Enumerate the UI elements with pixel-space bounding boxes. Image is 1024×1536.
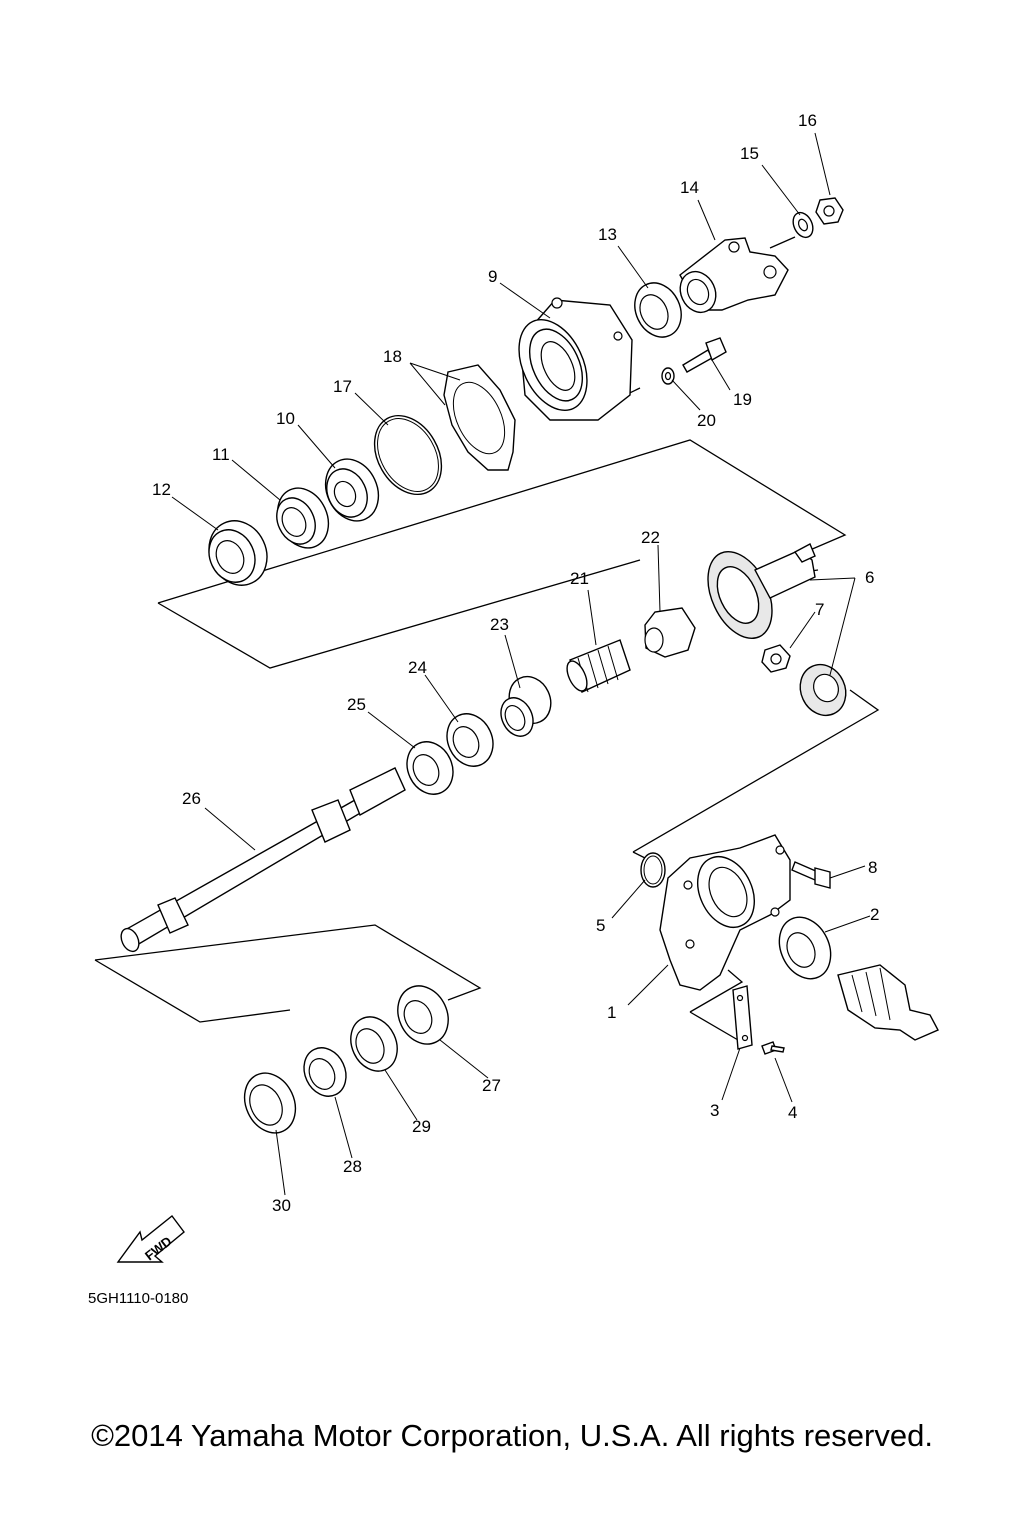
callout-27: 27 — [482, 1076, 501, 1095]
leader-lines — [171, 132, 871, 1196]
callout-21: 21 — [570, 569, 589, 588]
part-25-bearing — [406, 741, 454, 795]
part-17-o-ring — [373, 414, 443, 496]
callout-28: 28 — [343, 1157, 362, 1176]
callout-17: 17 — [333, 377, 352, 396]
callout-18: 18 — [383, 347, 402, 366]
callout-10: 10 — [276, 409, 295, 428]
part-24-bearing — [446, 713, 494, 767]
part-20-washer — [661, 367, 675, 385]
part-12-oil-seal — [208, 520, 268, 586]
part-19-bolt — [682, 337, 727, 373]
part-16-nut — [815, 197, 844, 225]
callout-1: 1 — [607, 1003, 616, 1022]
callout-25: 25 — [347, 695, 366, 714]
callout-12: 12 — [152, 480, 171, 499]
callout-5: 5 — [596, 916, 605, 935]
part-15-washer — [792, 211, 814, 239]
callout-9: 9 — [488, 267, 497, 286]
callout-24: 24 — [408, 658, 427, 677]
callout-14: 14 — [680, 178, 699, 197]
callout-23: 23 — [490, 615, 509, 634]
callout-29: 29 — [412, 1117, 431, 1136]
part-3-plate — [732, 985, 753, 1050]
callout-13: 13 — [598, 225, 617, 244]
part-5-o-ring — [640, 852, 666, 888]
part-4-screw — [761, 1041, 785, 1055]
part-23-collar — [500, 675, 552, 737]
callout-11: 11 — [212, 445, 230, 464]
callout-16: 16 — [798, 111, 817, 130]
part-26-shaft — [120, 767, 406, 953]
part-22-cam — [644, 607, 696, 658]
part-21-spring — [566, 639, 631, 693]
part-14-yoke — [679, 237, 789, 314]
part-2-bearing — [778, 916, 832, 980]
callout-8: 8 — [868, 858, 877, 877]
part-30-oil-seal — [243, 1072, 297, 1134]
part-6-gear-set — [707, 543, 847, 717]
part-28-collar — [303, 1047, 347, 1097]
part-10-bearing — [324, 458, 380, 522]
part-8-bolt — [791, 861, 831, 889]
callout-20: 20 — [697, 411, 716, 430]
callout-15: 15 — [740, 144, 759, 163]
callout-2: 2 — [870, 905, 879, 924]
part-13-oil-seal — [634, 282, 682, 338]
part-18-shim — [443, 364, 516, 471]
callout-22: 22 — [641, 528, 660, 547]
copyright-notice: ©2014 Yamaha Motor Corporation, U.S.A. A… — [91, 1418, 933, 1453]
fwd-arrow-icon: FWD — [116, 1215, 185, 1263]
callout-19: 19 — [733, 390, 752, 409]
callout-4: 4 — [788, 1103, 797, 1122]
callout-26: 26 — [182, 789, 201, 808]
part-29-retainer — [350, 1016, 398, 1072]
part-callouts: 1 2 3 4 5 6 7 8 9 10 11 12 13 14 15 16 1… — [152, 111, 879, 1215]
callout-7: 7 — [815, 600, 824, 619]
diagram-code: 5GH1110-0180 — [88, 1290, 188, 1307]
part-9-housing — [518, 297, 633, 421]
part-1-bearing-housing — [659, 834, 791, 991]
callout-30: 30 — [272, 1196, 291, 1215]
callout-6: 6 — [865, 568, 874, 587]
part-7-nut — [761, 644, 791, 673]
part-11-bearing-retainer — [276, 487, 330, 549]
callout-3: 3 — [710, 1101, 719, 1120]
part-27-bearing — [397, 985, 449, 1045]
drive-pinion-shaft — [837, 964, 939, 1041]
